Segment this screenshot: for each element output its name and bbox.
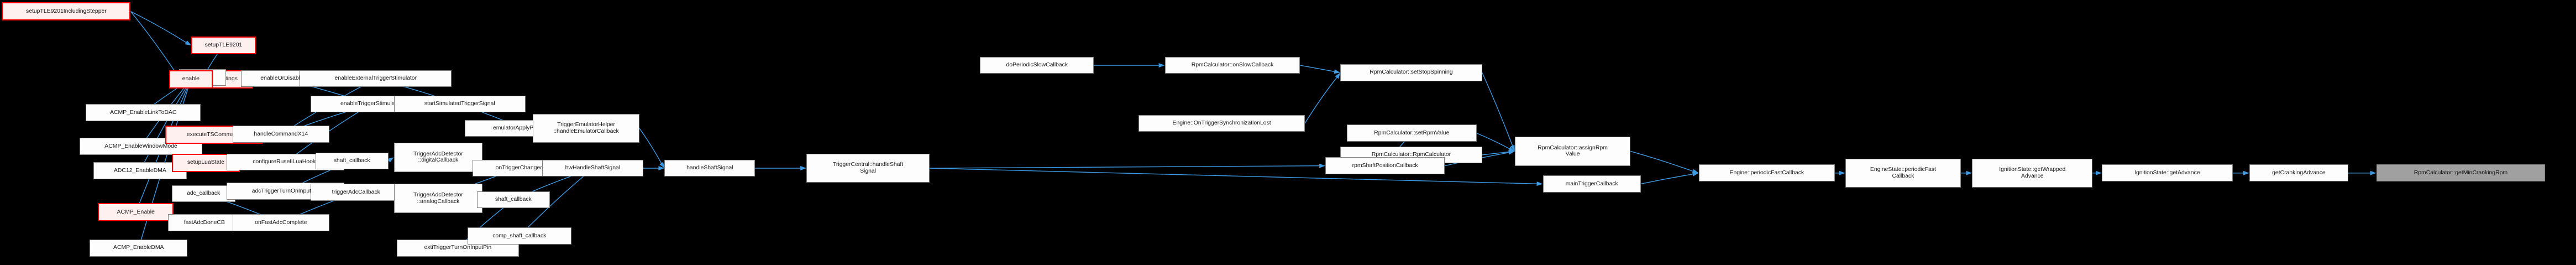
- graph-edge-arrowhead: [1536, 181, 1543, 186]
- graph-edge-arrowhead: [2096, 170, 2102, 175]
- graph-node-triggerAdcCallback[interactable]: triggerAdcCallback: [311, 184, 402, 201]
- graph-node-fastAdcDoneCB[interactable]: fastAdcDoneCB: [167, 214, 241, 231]
- graph-node-TriggerAdcDetector_digitalCallback[interactable]: TriggerAdcDetector ::digitalCallback: [394, 143, 483, 172]
- graph-edge: [1304, 77, 1337, 124]
- graph-node-startSimulatedTriggerSignal[interactable]: startSimulatedTriggerSignal: [394, 95, 526, 113]
- graph-edge-arrowhead: [1334, 69, 1341, 74]
- graph-node-RpmCalculator_getMinCrankingRpm[interactable]: RpmCalculator::getMinCrankingRpm: [2376, 164, 2546, 182]
- graph-node-hwHandleShaftSignal[interactable]: hwHandleShaftSignal: [542, 159, 643, 177]
- graph-edge: [639, 128, 662, 164]
- graph-node-adc_callback[interactable]: adc_callback: [171, 185, 235, 202]
- graph-node-shaft_callback_2[interactable]: shaft_callback: [476, 191, 550, 209]
- graph-node-mainTriggerCallback[interactable]: mainTriggerCallback: [1543, 175, 1641, 193]
- graph-node-TriggerEmulatorHelper_handleEmulatorCallback[interactable]: TriggerEmulatorHelper ::handleEmulatorCa…: [533, 113, 639, 143]
- graph-edge-arrowhead: [1508, 150, 1515, 155]
- graph-node-IgnitionState_getAdvance[interactable]: IgnitionState::getAdvance: [2102, 164, 2233, 182]
- graph-node-TriggerAdcDetector_analogCallback[interactable]: TriggerAdcDetector ::analogCallback: [394, 184, 483, 213]
- graph-edge-arrowhead: [1692, 169, 1699, 174]
- graph-node-comp_shaft_callback[interactable]: comp_shaft_callback: [468, 227, 571, 245]
- graph-edge-arrowhead: [1510, 144, 1515, 152]
- graph-edge: [130, 11, 176, 73]
- graph-node-RpmCalculator_assignRpmValue[interactable]: RpmCalculator::assignRpm Value: [1514, 137, 1631, 166]
- graph-node-ACMP_EnableLinkToDAC[interactable]: ACMP_EnableLinkToDAC: [86, 104, 201, 121]
- graph-node-IgnitionState_getWrappedAdvance[interactable]: IgnitionState::getWrapped Advance: [1972, 158, 2093, 188]
- graph-node-doPeriodicSlowCallback[interactable]: doPeriodicSlowCallback: [980, 56, 1094, 74]
- graph-node-rpmShaftPositionCallback[interactable]: rpmShaftPositionCallback: [1325, 157, 1445, 174]
- graph-edge-arrowhead: [1319, 163, 1326, 168]
- graph-edge: [1640, 174, 1693, 185]
- graph-edge-arrowhead: [1966, 170, 1972, 175]
- graph-node-EngineState_periodicFastCallback[interactable]: EngineState::periodicFast Callback: [1845, 158, 1961, 188]
- graph-edge-arrowhead: [1158, 63, 1165, 68]
- graph-edge: [929, 168, 1537, 184]
- graph-edge-arrowhead: [2370, 170, 2376, 175]
- graph-edge-arrowhead: [1692, 172, 1699, 176]
- graph-node-RpmCalculator_onSlowCallback[interactable]: RpmCalculator::onSlowCallback: [1164, 56, 1300, 74]
- graph-edge-arrowhead: [659, 162, 665, 169]
- graph-node-shaft_callback_1[interactable]: shaft_callback: [315, 152, 389, 170]
- graph-edge: [930, 165, 1320, 169]
- graph-edge: [1300, 65, 1335, 72]
- graph-node-enableExternalTriggerStimulator[interactable]: enableExternalTriggerStimulator: [300, 70, 452, 87]
- graph-node-setupTLE9201IncludingStepper[interactable]: setupTLE9201IncludingStepper: [2, 2, 131, 21]
- graph-edge: [130, 11, 186, 43]
- graph-edge-arrowhead: [1839, 170, 1845, 175]
- graph-edge: [1630, 150, 1693, 172]
- graph-node-TriggerCentral_handleShaftSignal[interactable]: TriggerCentral::handleShaft Signal: [806, 153, 930, 183]
- graph-node-ADC12_EnableDMA[interactable]: ADC12_EnableDMA: [93, 162, 187, 179]
- graph-node-getCrankingAdvance[interactable]: getCrankingAdvance: [2249, 164, 2348, 182]
- graph-edge-arrowhead: [658, 166, 665, 171]
- graph-node-handleCommandX14[interactable]: handleCommandX14: [232, 126, 330, 143]
- graph-edge-arrowhead: [1335, 72, 1341, 79]
- graph-edge-arrowhead: [387, 157, 394, 163]
- graph-node-enable[interactable]: enable: [169, 70, 213, 89]
- graph-node-onFastAdcComplete[interactable]: onFastAdcComplete: [232, 214, 330, 231]
- graph-edge-arrowhead: [1508, 149, 1515, 154]
- graph-edge: [1482, 151, 1509, 155]
- graph-node-handleShaftSignal[interactable]: handleShaftSignal: [664, 159, 756, 177]
- graph-node-RpmCalculator_setRpmValue[interactable]: RpmCalculator::setRpmValue: [1346, 124, 1477, 142]
- graph-node-RpmCalculator_setStopSpinning[interactable]: RpmCalculator::setStopSpinning: [1340, 64, 1482, 81]
- graph-edge-arrowhead: [2243, 170, 2249, 175]
- graph-edge-arrowhead: [1508, 147, 1515, 152]
- graph-node-Engine_OnTriggerSynchronizationLost[interactable]: Engine::OnTriggerSynchronizationLost: [1139, 115, 1305, 132]
- graph-node-setupTLE9201[interactable]: setupTLE9201: [191, 36, 256, 55]
- graph-edge-arrowhead: [185, 40, 192, 46]
- graph-node-ACMP_Enable[interactable]: ACMP_Enable: [98, 203, 174, 222]
- graph-edge: [1482, 72, 1513, 146]
- graph-node-ACMP_EnableDMA[interactable]: ACMP_EnableDMA: [90, 240, 188, 257]
- graph-node-Engine_periodicFastCallback[interactable]: Engine::periodicFastCallback: [1698, 164, 1835, 182]
- graph-edge-arrowhead: [800, 166, 807, 171]
